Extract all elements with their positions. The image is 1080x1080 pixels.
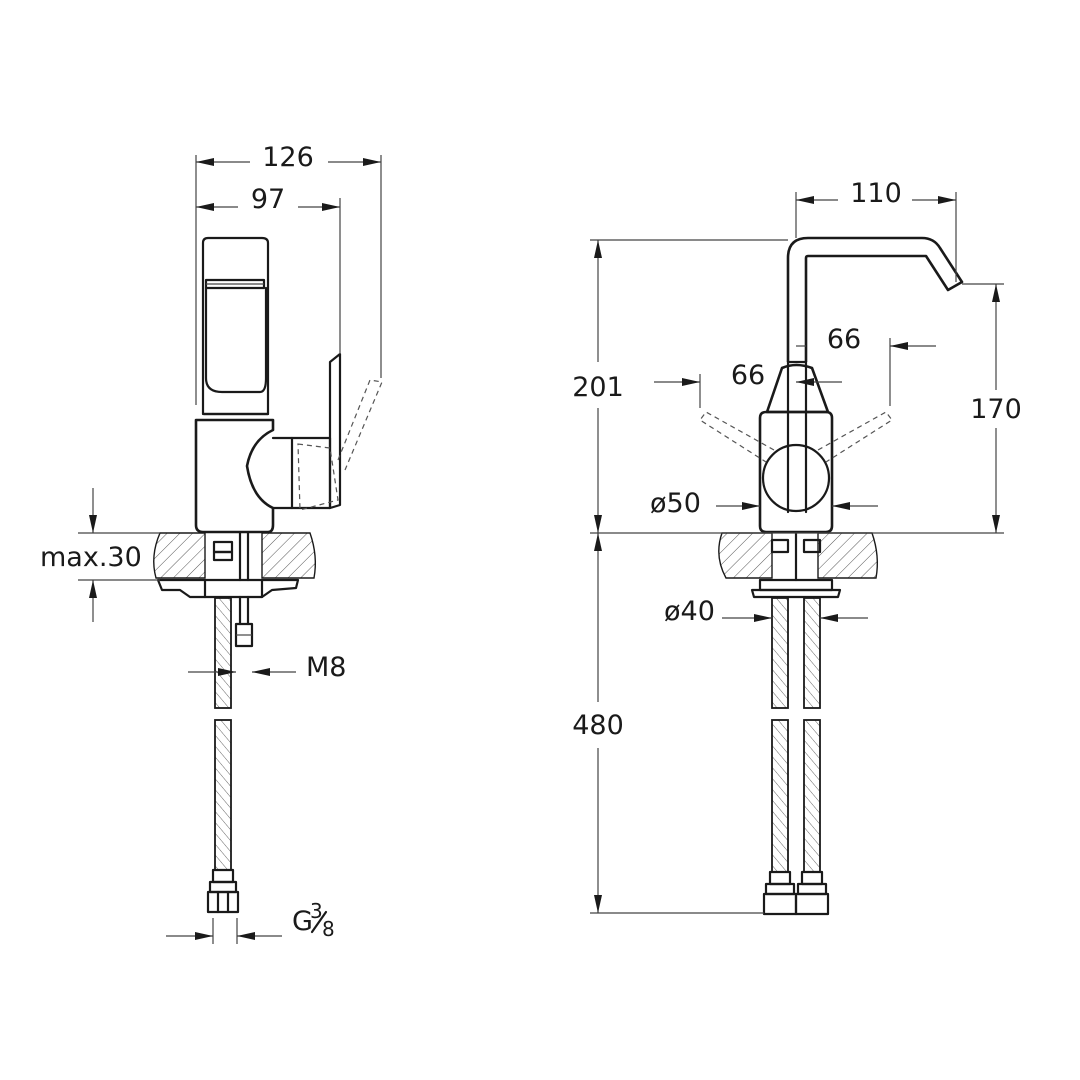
dim-spout-reach: 110 [795,178,957,282]
side-base-plate [156,531,300,648]
dim-max30-label: max.30 [40,542,142,573]
front-base-plate [750,531,842,599]
dim-lever-swing-right: 66 [796,324,936,406]
dim-126-label: 126 [262,142,314,173]
side-countertop [153,532,317,579]
dim-width-overall: 126 [195,142,382,405]
side-faucet-body [194,236,383,534]
dim-o50-label: ø50 [650,488,701,519]
dim-170-label: 170 [970,394,1022,425]
dim-lever-swing-left: 66 [654,360,842,408]
dim-97-label: 97 [251,184,285,215]
dim-g-numerator: 3 [310,899,323,923]
dim-201-label: 201 [572,372,624,403]
dim-spout-height: 170 [962,283,1022,533]
front-countertop [718,532,879,579]
dim-o40-label: ø40 [664,596,715,627]
dim-width-body: 97 [196,184,341,354]
dim-480-label: 480 [572,710,624,741]
dim-hose-length: 480 [572,533,764,914]
side-hose [206,597,240,914]
dim-connection: G 3 8 [166,899,335,944]
dim-110-label: 110 [850,178,902,209]
dim-g-label: G [292,906,313,937]
side-view: 126 97 max.30 M8 [40,142,383,944]
front-hoses [762,597,830,916]
dim-g-denominator: 8 [322,917,335,941]
dim-66-left-label: 66 [731,360,765,391]
front-spout [786,236,964,364]
dim-deck-thickness: max.30 [40,488,160,622]
dim-fixing-rod: M8 [188,652,346,683]
dim-height-total: 201 [572,239,1004,534]
dim-body-diameter: ø50 [650,488,878,519]
dim-hole-diameter: ø40 [664,596,868,627]
front-view: 110 201 170 66 [572,178,1022,916]
dim-66-right-label: 66 [827,324,861,355]
dim-m8-label: M8 [306,652,346,683]
front-faucet-body [699,360,893,534]
